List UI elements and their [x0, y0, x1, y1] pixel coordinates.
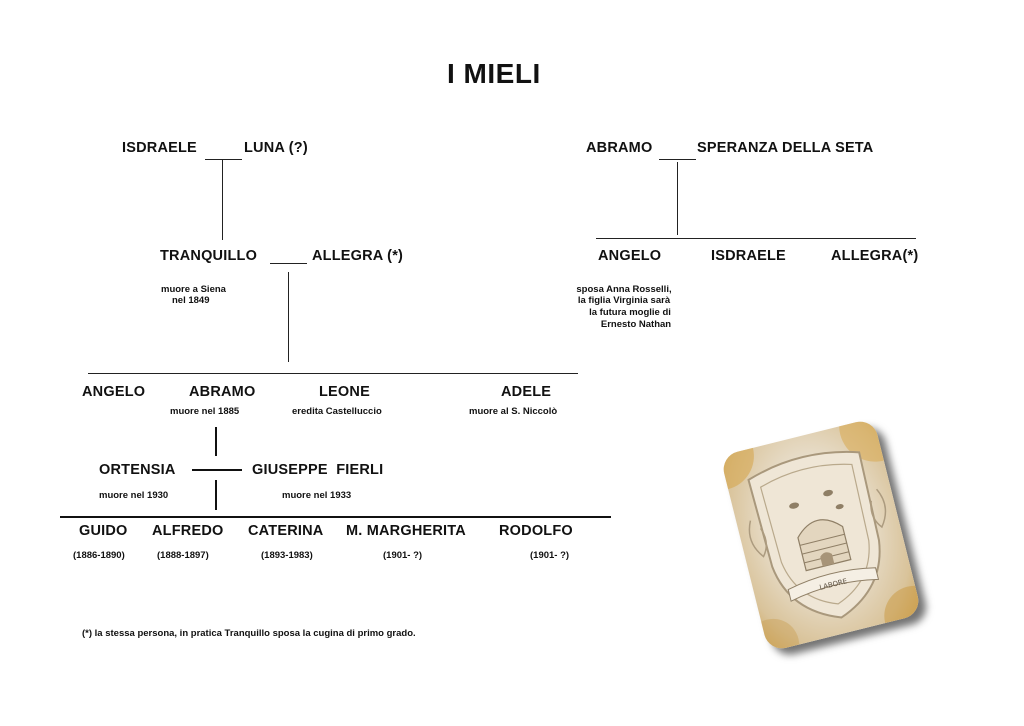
descent-line-gen4	[215, 480, 217, 510]
page-title: I MIELI	[447, 58, 541, 89]
person-caterina: CATERINA	[248, 523, 324, 539]
marriage-line-gen4	[192, 469, 242, 471]
adele-note: muore al S. Niccolò	[469, 406, 558, 417]
person-allegra-left: ALLEGRA (*)	[312, 248, 404, 264]
person-giuseppe-fierli: GIUSEPPE FIERLI	[252, 462, 384, 478]
person-guido: GUIDO	[79, 523, 128, 539]
m-margherita-dates: (1901- ?)	[383, 550, 423, 561]
angelo-right-note-line4: Ernesto Nathan	[600, 319, 672, 330]
tranquillo-note-line1: muore a Siena	[161, 284, 226, 295]
descent-line-abramo	[215, 427, 217, 456]
angelo-right-note-line3: la futura moglie di	[589, 307, 671, 318]
person-speranza-della-seta: SPERANZA DELLA SETA	[697, 140, 874, 156]
ortensia-note: muore nel 1930	[99, 490, 169, 501]
leone-note: eredita Castelluccio	[292, 406, 382, 417]
person-isdraele-right: ISDRAELE	[711, 248, 786, 264]
abramo-note: muore nel 1885	[170, 406, 240, 417]
rodolfo-dates: (1901- ?)	[530, 550, 570, 561]
angelo-right-note-line2: la figlia Virginia sarà	[577, 295, 671, 306]
person-abramo-left: ABRAMO	[189, 384, 256, 400]
tranquillo-note-line2: nel 1849	[172, 295, 210, 306]
person-tranquillo: TRANQUILLO	[160, 248, 258, 264]
crest-drawing: LABORE	[719, 417, 923, 653]
marriage-line-right	[659, 159, 696, 160]
person-alfredo: ALFREDO	[152, 523, 224, 539]
sibling-line-gen5	[60, 516, 611, 518]
marriage-line-gen2	[270, 263, 307, 264]
descent-line-gen2	[288, 272, 289, 362]
footnote: (*) la stessa persona, in pratica Tranqu…	[82, 628, 416, 639]
person-angelo-right: ANGELO	[598, 248, 662, 264]
angelo-right-note-line1: sposa Anna Rosselli,	[576, 284, 672, 295]
caterina-dates: (1893-1983)	[261, 550, 313, 561]
guido-dates: (1886-1890)	[73, 550, 125, 561]
person-m-margherita: M. MARGHERITA	[346, 523, 466, 539]
sibling-line-gen3	[88, 373, 578, 374]
alfredo-dates: (1888-1897)	[157, 550, 209, 561]
person-adele: ADELE	[501, 384, 552, 400]
sibling-line-right	[596, 238, 916, 239]
person-angelo-left: ANGELO	[82, 384, 146, 400]
descent-line-gen1	[222, 160, 223, 240]
person-luna: LUNA (?)	[244, 140, 308, 156]
person-abramo-right: ABRAMO	[586, 140, 653, 156]
person-isdraele-gen1: ISDRAELE	[122, 140, 197, 156]
crest-image: LABORE	[719, 417, 923, 653]
marriage-line-gen1	[205, 159, 242, 160]
person-ortensia: ORTENSIA	[99, 462, 176, 478]
person-rodolfo: RODOLFO	[499, 523, 573, 539]
descent-line-right	[677, 162, 678, 235]
giuseppe-note: muore nel 1933	[282, 490, 352, 501]
person-leone: LEONE	[319, 384, 370, 400]
person-allegra-right: ALLEGRA(*)	[831, 248, 919, 264]
